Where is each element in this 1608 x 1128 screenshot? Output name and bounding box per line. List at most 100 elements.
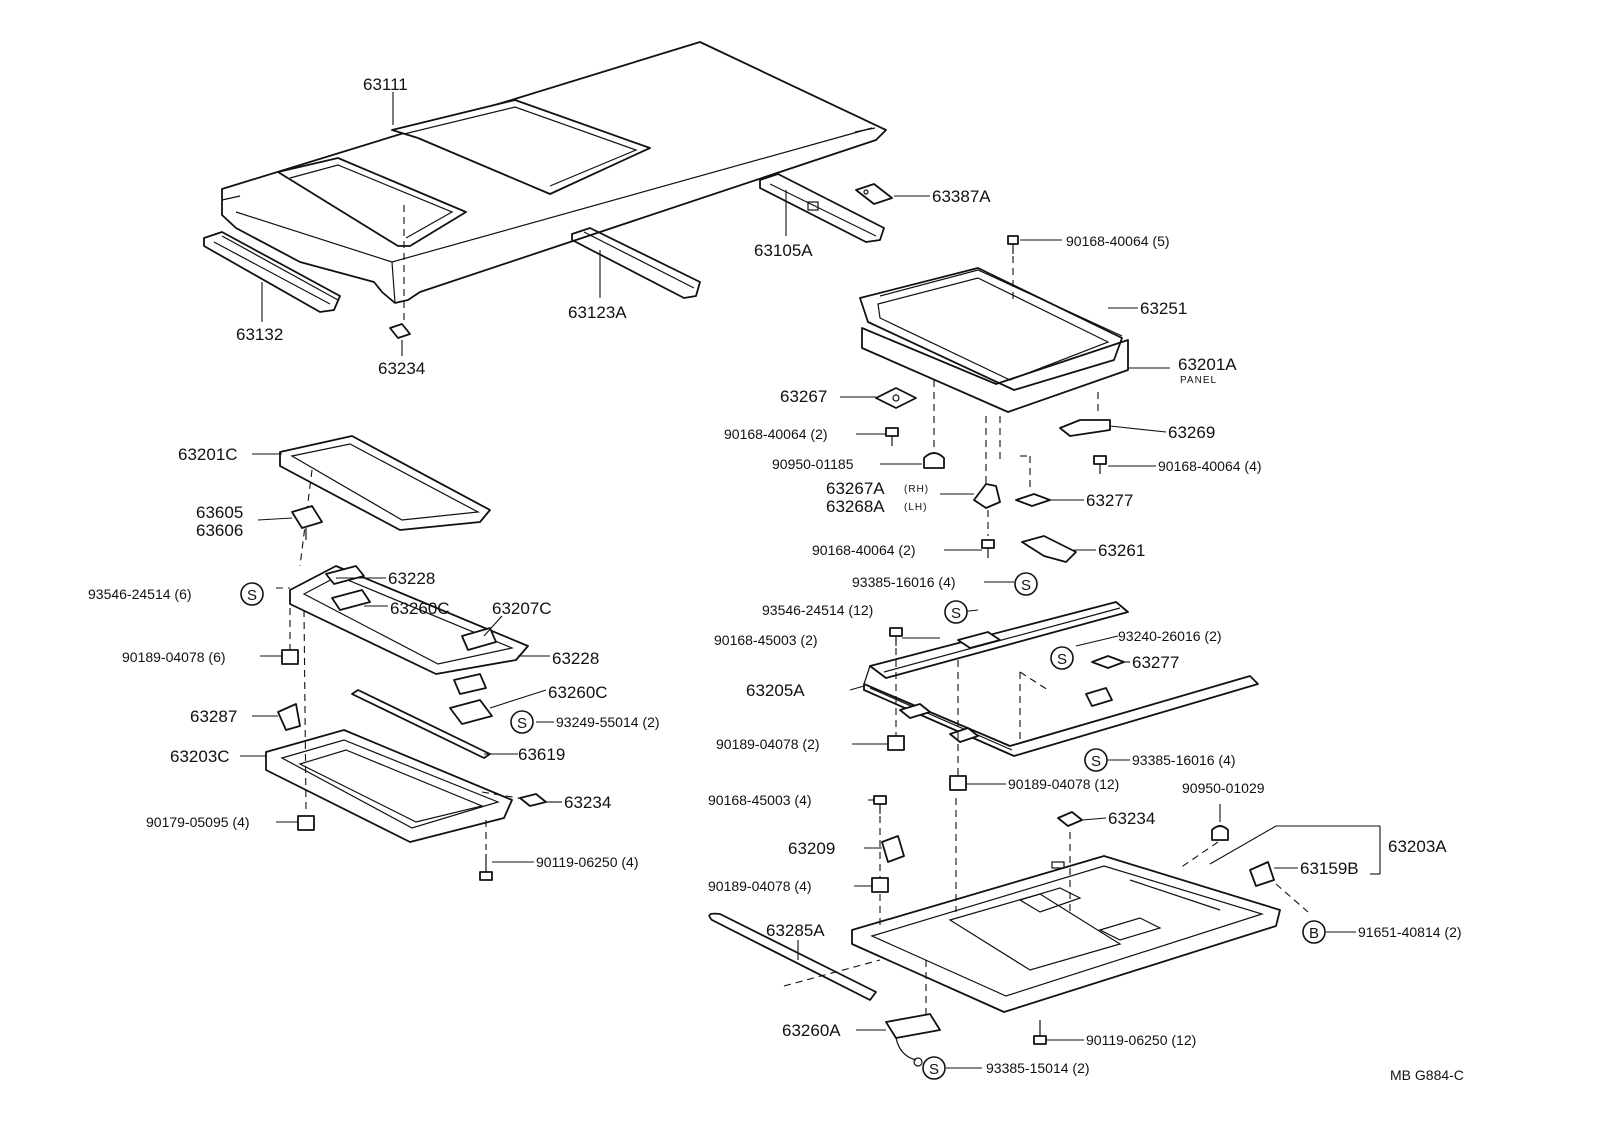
label-93385-16016-4a: 93385-16016 (4): [852, 574, 956, 590]
svg-text:S: S: [929, 1061, 939, 1078]
housing-frame-63203a: [851, 855, 1281, 1013]
bracket-63387a: [855, 183, 893, 205]
weatherstrip-frame: [859, 267, 1123, 391]
svg-text:S: S: [247, 587, 257, 604]
part-63267a: [973, 483, 1001, 509]
frame-63203c: [265, 729, 513, 843]
part-63277b: [1091, 655, 1125, 669]
rail-assembly-63205a: [863, 601, 1259, 757]
label-63234-left: 63234: [564, 793, 611, 812]
bolt-icon: [479, 820, 493, 881]
pad-63234-top: [389, 323, 411, 339]
label-63209: 63209: [788, 839, 835, 858]
label-63201a: 63201A: [1178, 355, 1237, 374]
part-63287: [277, 703, 301, 731]
bolt-icon: [1033, 1020, 1047, 1045]
s-marker-icon: S: [1084, 748, 1108, 772]
label-90168-40064-4: 90168-40064 (4): [1158, 458, 1262, 474]
label-63387a: 63387A: [932, 187, 991, 206]
nut-icon: [887, 735, 905, 751]
part-63269: [1059, 419, 1111, 437]
nut-icon: [949, 775, 967, 791]
pad-63234-left: [519, 793, 547, 807]
label-90119-06250-4: 90119-06250 (4): [536, 854, 638, 870]
label-91651-40814-2: 91651-40814 (2): [1358, 924, 1462, 940]
label-90168-40064-2a: 90168-40064 (2): [724, 426, 828, 442]
label-63260c-a: 63260C: [390, 599, 450, 618]
diagram-reference-code: MB G884-C: [1390, 1067, 1464, 1083]
label-90189-04078-6: 90189-04078 (6): [122, 649, 226, 665]
part-labels: 63111 63387A 63105A 63132 63123A 63234 9…: [88, 75, 1464, 1083]
strip-63619: [351, 689, 491, 759]
screw-icon: [1093, 455, 1107, 474]
label-63159b: 63159B: [1300, 859, 1359, 878]
label-93385-16016-4b: 93385-16016 (4): [1132, 752, 1236, 768]
trim-63285a: [708, 912, 877, 1001]
svg-text:S: S: [1091, 753, 1101, 770]
label-90168-45003-4: 90168-45003 (4): [708, 792, 812, 808]
nut-icon: [871, 877, 889, 893]
label-90950-01029: 90950-01029: [1182, 780, 1265, 796]
label-93249-55014-2: 93249-55014 (2): [556, 714, 660, 730]
label-63619: 63619: [518, 745, 565, 764]
label-93546-24514-12: 93546-24514 (12): [762, 602, 873, 618]
s-marker-icon: S: [240, 582, 264, 606]
label-63203c: 63203C: [170, 747, 230, 766]
label-63123a: 63123A: [568, 303, 627, 322]
s-marker-icon: S: [944, 600, 968, 624]
nut-icon: [297, 815, 315, 831]
label-63111: 63111: [363, 75, 408, 94]
label-63251: 63251: [1140, 299, 1187, 318]
label-90189-04078-4: 90189-04078 (4): [708, 878, 812, 894]
part-63260a: [885, 1013, 941, 1067]
svg-text:S: S: [1021, 577, 1031, 594]
label-63606: 63606: [196, 521, 243, 540]
label-93385-15014-2: 93385-15014 (2): [986, 1060, 1090, 1076]
b-marker-icon: B: [1302, 920, 1326, 944]
grommet-icon: [923, 452, 945, 469]
label-90168-40064-5: 90168-40064 (5): [1066, 233, 1170, 249]
part-63277: [1015, 493, 1051, 507]
label-93546-24514-6: 93546-24514 (6): [88, 586, 192, 602]
label-63260c-b: 63260C: [548, 683, 608, 702]
roof-panel: [221, 41, 887, 304]
front-header-rail: [203, 231, 341, 313]
s-marker-icon: S: [510, 710, 534, 734]
label-63203a: 63203A: [1388, 837, 1447, 856]
label-90168-45003-2: 90168-45003 (2): [714, 632, 818, 648]
label-90168-40064-2b: 90168-40064 (2): [812, 542, 916, 558]
svg-text:B: B: [1309, 925, 1319, 942]
label-63261: 63261: [1098, 541, 1145, 560]
label-63205a: 63205A: [746, 681, 805, 700]
screw-icon: [889, 627, 903, 646]
label-63267a: 63267A: [826, 479, 885, 498]
label-63267: 63267: [780, 387, 827, 406]
label-93240-26016-2: 93240-26016 (2): [1118, 628, 1222, 644]
label-90950-01185: 90950-01185: [772, 456, 854, 472]
label-63269: 63269: [1168, 423, 1215, 442]
label-63605: 63605: [196, 503, 243, 522]
label-90189-04078-12: 90189-04078 (12): [1008, 776, 1119, 792]
label-90179-05095-4: 90179-05095 (4): [146, 814, 250, 830]
label-63260a: 63260A: [782, 1021, 841, 1040]
label-63268a: 63268A: [826, 497, 885, 516]
grommet-icon: [1211, 825, 1229, 841]
label-63287: 63287: [190, 707, 237, 726]
s-marker-icon: S: [1050, 646, 1074, 670]
label-panel: PANEL: [1180, 375, 1217, 386]
label-90119-06250-12: 90119-06250 (12): [1086, 1032, 1196, 1048]
part-63159b: [1249, 861, 1275, 887]
screw-icon: [885, 427, 899, 446]
leader-lines: [240, 92, 1381, 1069]
svg-text:S: S: [951, 605, 961, 622]
roof-reinforcement: [759, 173, 885, 243]
label-rh: (RH): [904, 484, 929, 495]
svg-text:S: S: [517, 715, 527, 732]
label-63234-top: 63234: [378, 359, 425, 378]
s-marker-icon: S: [1014, 572, 1038, 596]
label-lh: (LH): [904, 502, 927, 513]
label-63132: 63132: [236, 325, 283, 344]
pad-63234-right: [1057, 811, 1083, 827]
screw-icon: [981, 539, 995, 558]
